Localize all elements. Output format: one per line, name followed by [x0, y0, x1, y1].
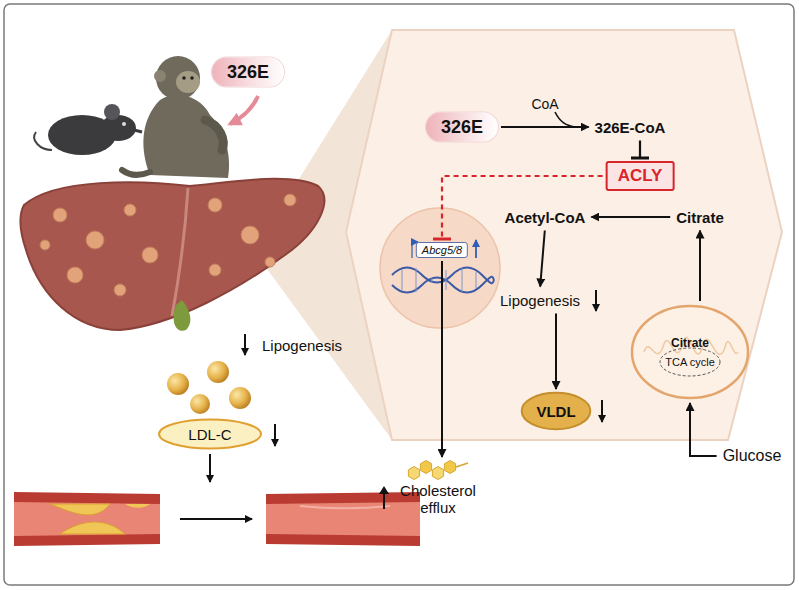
arrow-connector: [690, 403, 717, 456]
text-label: CoA: [531, 96, 558, 112]
drug-pill: 326E: [212, 58, 284, 87]
drug-pill: 326E: [426, 113, 498, 142]
metabolite: Acetyl-CoA: [502, 207, 589, 228]
node-text: Citrate: [671, 336, 709, 350]
mitochondrion: CitrateTCA cycle: [630, 304, 750, 400]
metabolite: Citrate: [673, 207, 727, 228]
ldl-particles: [167, 361, 251, 414]
arrow-connector: [540, 231, 545, 287]
process-label: Lipogenesis: [497, 290, 583, 311]
node-text: VLDL: [536, 403, 575, 420]
cholesterol-icon: [406, 460, 470, 482]
text-label: Lipogenesis: [262, 337, 342, 354]
down-arrow: [244, 334, 246, 355]
metabolite: 326E-CoA: [592, 117, 669, 138]
node-text: Acetyl-CoA: [505, 209, 586, 226]
arrow: [209, 454, 211, 482]
down-arrow: [274, 424, 276, 446]
node-text: 326E: [227, 62, 269, 82]
arrow-connector: [556, 314, 557, 390]
inhibition-line: [433, 176, 603, 239]
ldl-ellipse: LDL-C: [158, 419, 262, 449]
arrow-connector: [700, 231, 701, 302]
liver: [20, 179, 324, 331]
node-text: TCA cycle: [665, 356, 715, 368]
node-text: Lipogenesis: [500, 292, 580, 309]
inhibition-line: [631, 141, 649, 159]
coa-join: [555, 112, 576, 127]
efflux-label: Cholesterol efflux: [390, 460, 486, 516]
mouse: [34, 104, 142, 155]
up-arrow: [378, 486, 390, 510]
node-text: Citrate: [676, 209, 724, 226]
arrow-connector: [591, 217, 670, 218]
down-arrow: [601, 400, 603, 422]
vldl-ellipse: VLDL: [521, 392, 591, 430]
node-text: ACLY: [618, 166, 663, 185]
node-text: Glucose: [723, 447, 782, 464]
node-text: Abcg5/8: [422, 244, 462, 256]
node-text: 326E: [441, 117, 483, 137]
arrow: [180, 518, 252, 520]
down-arrow: [595, 290, 597, 311]
nucleus: [380, 208, 500, 328]
hepatocyte-hexagon: [346, 30, 782, 440]
node-text: 326E-CoA: [595, 119, 666, 136]
frame: [4, 4, 794, 585]
enzyme-box: ACLY: [606, 161, 675, 191]
clogged-artery: [14, 492, 160, 546]
process-label: Glucose: [720, 445, 785, 467]
mitochondrion-shape: [630, 304, 750, 400]
dosing-arrow: [230, 96, 258, 124]
node-text: LDL-C: [188, 426, 231, 443]
gene-box: Abcg5/8: [416, 242, 468, 258]
node-text: Cholesterol efflux: [390, 482, 486, 516]
clear-artery: [266, 492, 420, 546]
arrow-connector: [501, 127, 589, 128]
arrow-connector: [442, 261, 443, 457]
